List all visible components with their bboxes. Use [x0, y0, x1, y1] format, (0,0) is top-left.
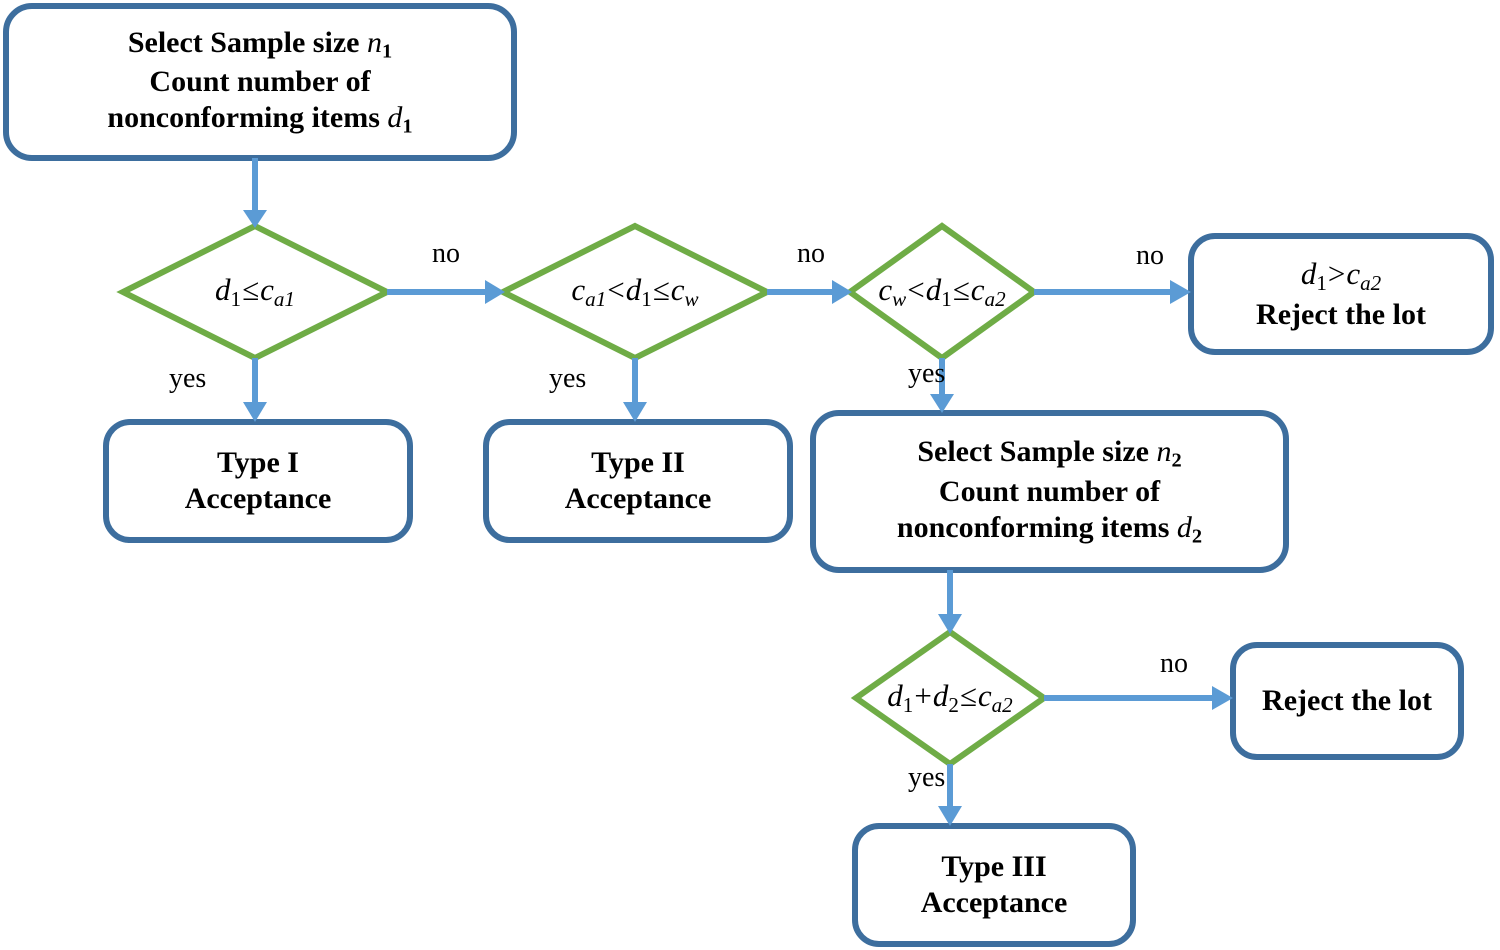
node-type1-label: Type I Acceptance: [106, 422, 410, 540]
edge-label-no-1: no: [432, 238, 460, 269]
type1-line2: Acceptance: [184, 482, 332, 515]
decision3-right-sub: a2: [984, 286, 1006, 311]
decision4-b-sub: 2: [948, 692, 959, 717]
node-reject1-label: d1>ca2 Reject the lot: [1191, 236, 1491, 352]
sample1-line3-var: d: [387, 101, 403, 134]
reject1-lhs-var: d: [1300, 256, 1317, 292]
decision1-rhs-var: c: [260, 272, 274, 308]
reject1-line2: Reject the lot: [1256, 297, 1426, 331]
decision3-right-var: c: [970, 272, 985, 308]
reject1-lhs-sub: 1: [1316, 271, 1327, 296]
reject1-rhs-var: c: [1346, 256, 1361, 292]
sample2-line2: Count number of: [938, 474, 1161, 508]
node-decision4-label: d1+d2≤ca2: [828, 668, 1072, 728]
node-sample2-label: Select Sample size n2 Count number of no…: [813, 413, 1286, 570]
sample2-line1-sub: 2: [1171, 450, 1182, 473]
sample1-line3-sub: 1: [402, 115, 413, 138]
decision1-lhs-var: d: [215, 272, 231, 308]
decision4-a-var: d: [887, 678, 903, 714]
type3-line2: Acceptance: [920, 886, 1068, 919]
node-sample1-shape[interactable]: [3, 3, 517, 161]
type2-line1: Type II: [591, 446, 685, 479]
sample2-line3-prefix: nonconforming items: [896, 510, 1177, 544]
edge-decision1-yes-to-type1: [243, 358, 267, 422]
reject1-rhs-sub: a2: [1360, 271, 1382, 296]
type3-line1: Type III: [941, 850, 1047, 883]
edge-decision2-yes-to-type2: [623, 358, 647, 422]
decision4-a-sub: 1: [902, 692, 914, 717]
decision3-mid-sub: 1: [941, 286, 952, 311]
decision3-left-var: c: [878, 272, 893, 308]
node-sample2-shape[interactable]: [810, 410, 1289, 573]
sample2-line1-prefix: Select Sample size: [917, 435, 1157, 469]
edge-decision4-no-to-reject2: [1044, 686, 1233, 710]
decision4-c-sub: a2: [991, 692, 1013, 717]
edge-label-yes-4: yes: [908, 762, 946, 793]
decision3-mid-var: d: [925, 272, 942, 308]
decision3-op1: <: [907, 272, 925, 308]
edge-label-no-4: no: [1160, 648, 1188, 679]
decision1-rhs-sub: a1: [273, 286, 295, 311]
node-type3-shape[interactable]: [852, 823, 1136, 947]
decision2-left-var: c: [571, 272, 586, 308]
decision2-right-sub: w: [684, 286, 699, 311]
decision2-mid-sub: 1: [641, 286, 652, 311]
type1-line1: Type I: [217, 446, 299, 479]
node-decision2-label: ca1<d1≤cw: [513, 262, 757, 322]
edge-decision4-yes-to-type3: [938, 764, 962, 826]
decision4-plus: +: [914, 678, 932, 714]
decision4-b-var: d: [932, 678, 949, 714]
sample1-line2: Count number of: [149, 65, 371, 98]
decision3-left-sub: w: [892, 286, 907, 311]
decision2-op1: <: [607, 272, 625, 308]
edge-sample2-to-decision4: [938, 570, 962, 634]
decision3-op2: ≤: [952, 272, 970, 308]
sample1-line1-prefix: Select Sample size: [127, 25, 367, 59]
sample1-line3-prefix: nonconforming items: [107, 101, 388, 134]
edge-label-no-2: no: [797, 238, 825, 269]
node-type2-shape[interactable]: [483, 419, 793, 543]
decision2-left-sub: a1: [585, 286, 607, 311]
node-type2-label: Type II Acceptance: [486, 422, 790, 540]
node-decision3-label: cw<d1≤ca2: [820, 262, 1064, 322]
sample2-line3-sub: 2: [1191, 525, 1203, 548]
type2-line2: Acceptance: [564, 482, 712, 515]
edge-decision1-no-to-decision2: [387, 280, 505, 304]
reject2-line1: Reject the lot: [1262, 684, 1432, 717]
decision4-op: ≤: [959, 678, 977, 714]
edge-label-yes-1: yes: [169, 363, 207, 394]
reject1-op: >: [1327, 256, 1346, 292]
decision4-c-var: c: [977, 678, 992, 714]
sample1-line1-var: n: [366, 25, 382, 59]
decision2-op2: ≤: [652, 272, 670, 308]
edge-decision2-no-to-decision3: [767, 280, 852, 304]
edge-decision3-no-to-reject1: [1034, 280, 1191, 304]
node-sample1-label: Select Sample size n1 Count number of no…: [6, 6, 514, 158]
edge-label-yes-3: yes: [908, 358, 946, 389]
node-reject1-shape[interactable]: [1188, 233, 1494, 355]
sample2-line1-var: n: [1156, 435, 1172, 469]
node-type3-label: Type III Acceptance: [855, 826, 1133, 944]
sample1-line1-sub: 1: [381, 40, 393, 63]
sample2-line3-var: d: [1176, 510, 1192, 544]
node-reject2-label: Reject the lot: [1233, 645, 1461, 757]
decision2-mid-var: d: [625, 272, 642, 308]
edge-label-no-3: no: [1136, 240, 1164, 271]
edge-sample1-to-decision1: [243, 158, 267, 228]
decision1-operator: ≤: [242, 272, 260, 308]
edge-decision3-yes-to-sample2: [930, 358, 954, 413]
decision2-right-var: c: [670, 272, 685, 308]
node-decision1-label: d1≤ca1: [143, 262, 367, 322]
node-reject2-shape[interactable]: [1230, 642, 1464, 760]
node-type1-shape[interactable]: [103, 419, 413, 543]
edge-label-yes-2: yes: [549, 363, 587, 394]
decision1-lhs-sub: 1: [230, 286, 242, 311]
